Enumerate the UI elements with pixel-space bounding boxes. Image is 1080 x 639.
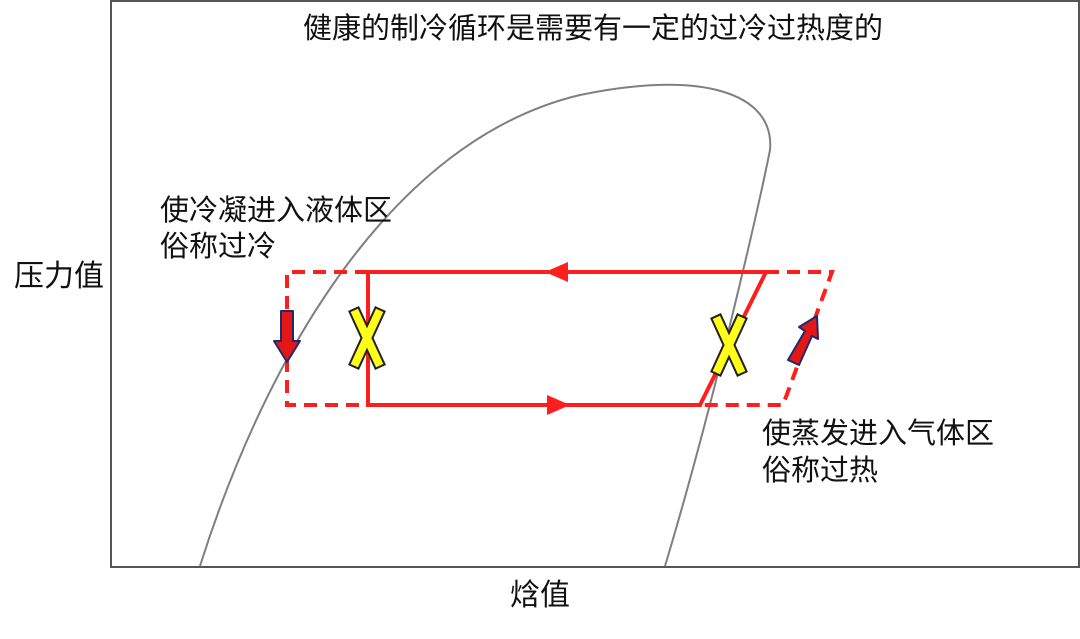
saturation-dome-curve (199, 83, 772, 567)
superheat-note-line1: 使蒸发进入气体区 (762, 416, 995, 450)
plot-frame (110, 0, 1080, 568)
x-marker-icon (710, 313, 748, 377)
subcool-note-line1: 使冷凝进入液体区 (160, 193, 393, 227)
up-right-arrow-icon (787, 315, 819, 366)
flow-arrow-icon (547, 395, 570, 415)
y-axis-label: 压力值 (14, 259, 104, 294)
x-marker-icon (348, 306, 386, 370)
x-axis-label: 焓值 (510, 578, 570, 613)
down-arrow-icon (273, 310, 301, 363)
diagram-title: 健康的制冷循环是需要有一定的过冷过热度的 (302, 11, 883, 45)
refrigeration-cycle-loop (366, 270, 770, 407)
superheat-note-line2: 俗称过热 (762, 453, 879, 487)
subcool-note-line2: 俗称过冷 (160, 229, 277, 263)
flow-arrow-icon (545, 262, 568, 282)
